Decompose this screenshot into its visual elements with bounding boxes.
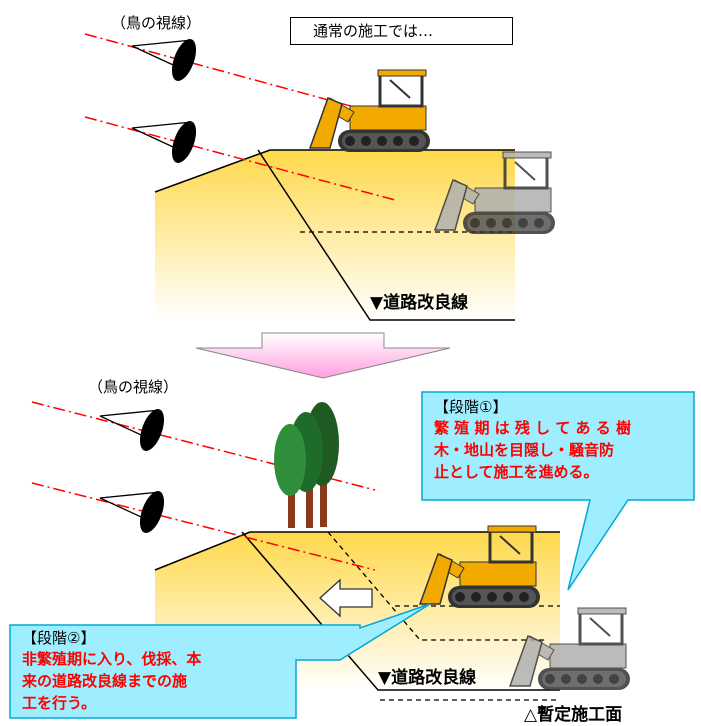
callout-stage1-line: 木・地山を目隠し・騒音防 [434, 441, 615, 459]
ground-top [155, 150, 515, 320]
normal-construction-box: 通常の施工では… [290, 17, 513, 45]
callout-stage1-line: 止として施工を進める。 [434, 463, 599, 481]
callout-stage2-line: 来の道路改良線までの施 [22, 672, 188, 690]
bird-view-label: （鳥の視線） [88, 378, 179, 396]
eye-icon [99, 409, 165, 451]
callout-stage1-line: 繁 殖 期 は 残 し て あ る 樹 [434, 419, 632, 437]
callout-stage2-shape [9, 603, 431, 719]
callout-stage1-title: 【段階①】 [434, 398, 508, 416]
dashed-temp-line [327, 531, 545, 641]
road-improvement-line-label: ▼道路改良線 [370, 293, 469, 313]
bulldozer-icon [308, 68, 432, 154]
callout-stage2-line: 非繁殖期に入り、伐採、本 [22, 650, 202, 668]
temporary-surface-label: △暫定施工面 [524, 705, 623, 725]
road-cut-line-top [257, 149, 515, 321]
callout-stage2-title: 【段階②】 [22, 629, 96, 647]
eye-icon [131, 39, 197, 81]
ground-surface-top [154, 149, 515, 193]
callout-stage1-body: 繁 殖 期 は 残 し て あ る 樹 木・地山を目隠し・騒音防 止として施工を… [434, 417, 631, 483]
eye-icon [99, 491, 165, 533]
bird-view-label: （鳥の視線） [111, 14, 202, 32]
eye-icon [131, 121, 197, 163]
transition-arrow [195, 332, 451, 379]
callout-stage2-line: 工を行う。 [22, 694, 97, 712]
callout-stage1-shape [421, 391, 695, 591]
ground-surface-bottom [154, 531, 560, 571]
road-improvement-line-label: ▼道路改良線 [378, 668, 477, 688]
sightline-1 [84, 33, 396, 119]
tree-icon [274, 402, 339, 528]
callout-stage2-body: 非繁殖期に入り、伐採、本 来の道路改良線までの施 工を行う。 [22, 648, 201, 714]
road-cut-line-bottom [241, 531, 560, 691]
left-arrow-icon [319, 578, 373, 618]
